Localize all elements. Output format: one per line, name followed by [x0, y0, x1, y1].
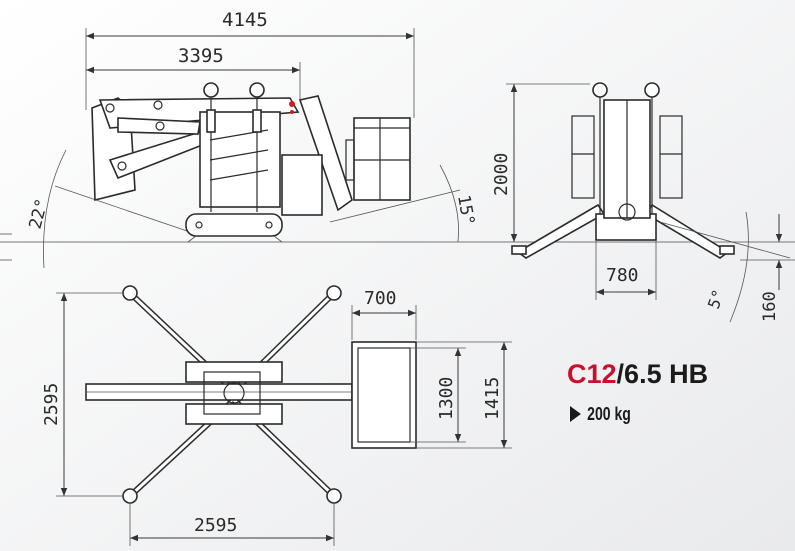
- model-number: 12: [586, 359, 617, 389]
- capacity-label: 200 kg: [570, 404, 631, 425]
- play-triangle-icon: [570, 406, 581, 422]
- basket-depth-label: 700: [364, 288, 397, 309]
- top-view: 2595 2595 700 1300 1415: [41, 285, 512, 546]
- basket-width-inner-label: 1300: [436, 377, 457, 420]
- model-suffix: /6.5 HB: [616, 359, 709, 389]
- capacity-value: 200 kg: [587, 404, 631, 424]
- track-width-label: 780: [606, 265, 639, 286]
- leveling-height-label: 160: [760, 291, 780, 322]
- model-name: C12/6.5 HB: [567, 359, 708, 389]
- outrigger-span-width-label: 2595: [41, 383, 62, 426]
- stowed-length-label: 3395: [178, 45, 224, 67]
- model-prefix: C: [567, 359, 587, 389]
- overall-length-label: 4145: [222, 9, 268, 31]
- height-label: 2000: [491, 153, 512, 196]
- basket-width-outer-label: 1415: [482, 377, 503, 420]
- outrigger-span-length-label: 2595: [194, 515, 237, 536]
- front-view: 2000 780 5° 160: [491, 82, 795, 323]
